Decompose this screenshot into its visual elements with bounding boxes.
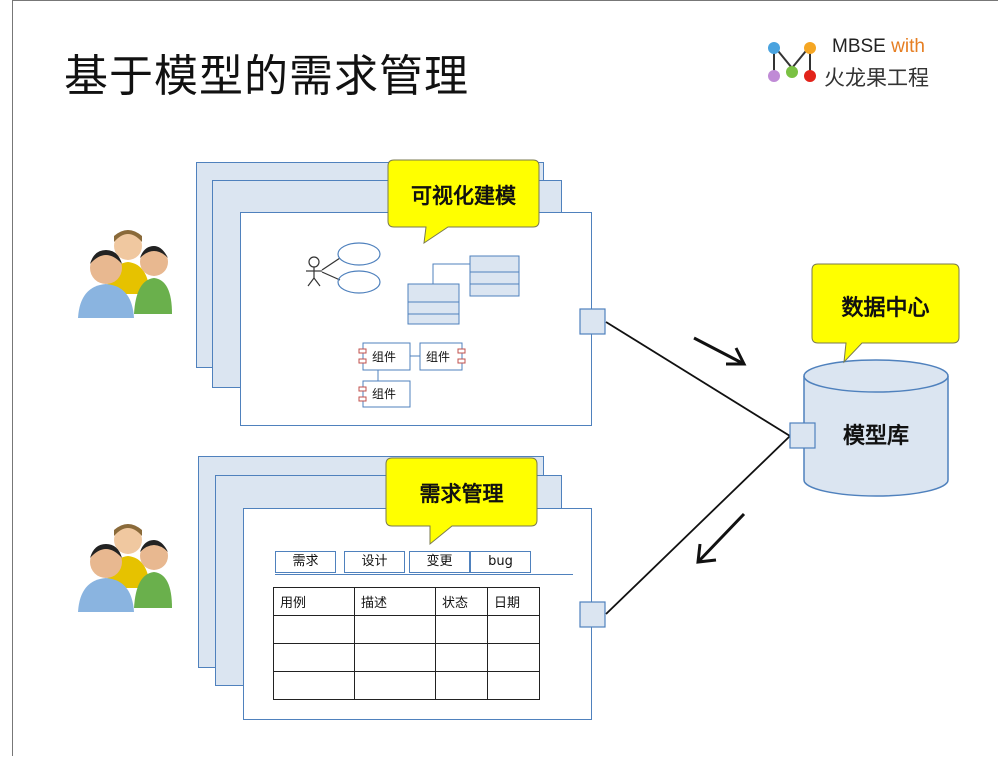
arrow-down-right-icon — [693, 336, 747, 366]
tab-change[interactable]: 变更 — [409, 551, 470, 573]
logo-company: 火龙果工程 — [824, 66, 929, 90]
logo-icon — [768, 42, 816, 82]
logo-with-text: with — [891, 36, 925, 57]
table-header-row: 用例 描述 状态 日期 — [273, 587, 540, 616]
callout-modeling: 可视化建模 — [411, 184, 516, 208]
uml-diagram: 组件 组件 组件 — [306, 242, 520, 408]
logo-mbse-text: MBSE — [832, 36, 886, 57]
tab-requirements[interactable]: 需求 — [275, 551, 336, 573]
callout-datacenter: 数据中心 — [841, 296, 930, 321]
class-box-right — [469, 255, 520, 297]
users-icon-bottom — [78, 524, 172, 612]
col-description: 描述 — [354, 587, 436, 616]
slide-frame — [12, 0, 998, 756]
class-box-left — [407, 283, 460, 325]
arrow-down-left-icon — [696, 512, 746, 564]
col-status: 状态 — [435, 587, 488, 616]
users-icon-top — [78, 230, 172, 318]
page-title: 基于模型的需求管理 — [64, 51, 469, 102]
port-bottom — [579, 601, 606, 628]
tab-bug[interactable]: bug — [470, 551, 531, 573]
callout-modeling-bubble — [387, 159, 540, 245]
col-date: 日期 — [487, 587, 540, 616]
callout-datacenter-bubble — [811, 263, 960, 364]
callout-requirements-bubble — [385, 457, 538, 546]
database-label: 模型库 — [842, 424, 909, 449]
logo-mbse: MBSE with — [832, 36, 925, 58]
actor-icon — [306, 256, 341, 287]
tab-underline — [275, 574, 573, 575]
table-row[interactable] — [273, 671, 540, 700]
port-top — [579, 308, 606, 335]
component-2-label: 组件 — [426, 350, 450, 364]
callout-requirements: 需求管理 — [419, 482, 504, 506]
component-1-label: 组件 — [372, 350, 396, 364]
component-3-label: 组件 — [372, 387, 396, 401]
tab-design[interactable]: 设计 — [344, 551, 405, 573]
requirements-table: 用例 描述 状态 日期 — [273, 587, 540, 700]
port-database — [789, 422, 816, 449]
database-icon — [803, 359, 949, 497]
